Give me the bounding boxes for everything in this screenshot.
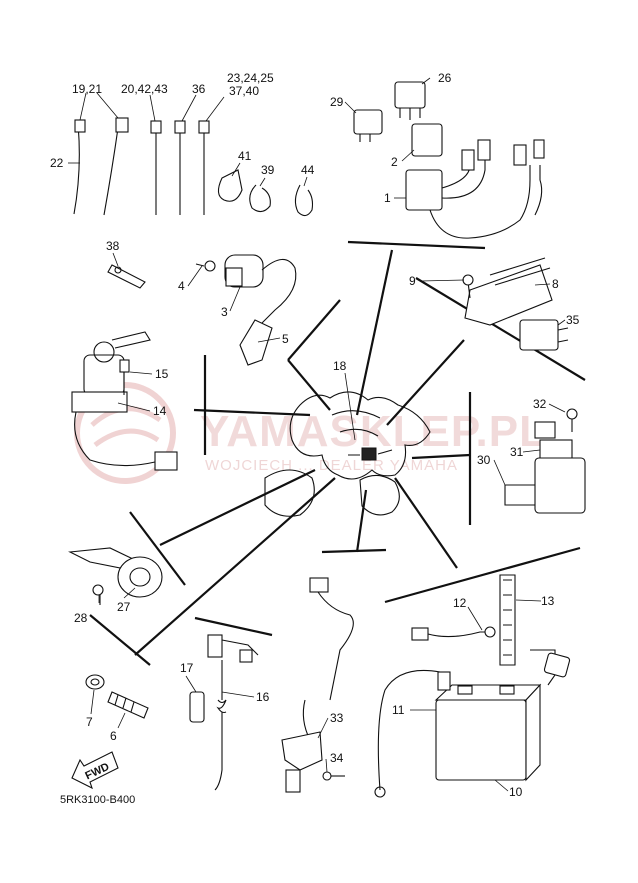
callout-41: 41 <box>238 149 252 163</box>
callout-17: 17 <box>180 661 194 675</box>
callout-31: 31 <box>510 445 524 459</box>
neutral-switch <box>85 674 149 719</box>
battery-assembly <box>374 574 571 798</box>
callout-9: 9 <box>409 274 416 288</box>
callout-23-24-25: 23,24,25 <box>227 71 274 85</box>
callout-4: 4 <box>178 279 185 293</box>
callout-19-21: 19,21 <box>72 82 102 96</box>
callout-16: 16 <box>256 690 270 704</box>
callout-14: 14 <box>153 404 167 418</box>
watermark-tagline: WOJCIECH ... DEALER YAMAHA <box>205 457 458 474</box>
starter-relay <box>504 408 586 514</box>
callout-labels: 19,21 20,42,43 36 23,24,25 37,40 22 41 3… <box>50 71 580 799</box>
callout-30: 30 <box>477 453 491 467</box>
callout-15: 15 <box>155 367 169 381</box>
callout-12: 12 <box>453 596 467 610</box>
horn <box>68 547 163 605</box>
rectifier-regulator <box>462 257 569 351</box>
fwd-arrow-icon: FWD <box>71 751 119 790</box>
callout-6: 6 <box>110 729 117 743</box>
callout-27: 27 <box>117 600 131 614</box>
callout-44: 44 <box>301 163 315 177</box>
callout-33: 33 <box>330 711 344 725</box>
callout-37-40: 37,40 <box>229 84 259 98</box>
sensor-assembly <box>189 634 259 791</box>
callout-36: 36 <box>192 82 206 96</box>
callout-3: 3 <box>221 305 228 319</box>
cable-ties <box>73 117 210 216</box>
lever-switch <box>281 577 354 793</box>
callout-28: 28 <box>74 611 88 625</box>
callout-29: 29 <box>330 95 344 109</box>
diagram-code: 5RK3100-B400 <box>60 794 135 806</box>
callout-8: 8 <box>552 277 559 291</box>
callout-34: 34 <box>330 751 344 765</box>
leader-lines <box>68 77 566 792</box>
callout-38: 38 <box>106 239 120 253</box>
callout-2: 2 <box>391 155 398 169</box>
callout-18: 18 <box>333 359 347 373</box>
callout-20-42-43: 20,42,43 <box>121 82 168 96</box>
callout-11: 11 <box>392 703 405 717</box>
ignition-coil-assembly <box>195 254 297 366</box>
callout-22: 22 <box>50 156 64 170</box>
clamps <box>107 169 314 289</box>
main-switch <box>71 331 178 471</box>
callout-5: 5 <box>282 332 289 346</box>
callout-26: 26 <box>438 71 452 85</box>
callout-35: 35 <box>566 313 580 327</box>
callout-1: 1 <box>384 191 391 205</box>
callout-39: 39 <box>261 163 275 177</box>
callout-7: 7 <box>86 715 93 729</box>
wire-harness-connector-block <box>361 447 377 461</box>
callout-32: 32 <box>533 397 547 411</box>
relay-assembly <box>353 81 545 239</box>
callout-13: 13 <box>541 594 555 608</box>
section-dividers <box>89 240 586 666</box>
callout-10: 10 <box>509 785 523 799</box>
frame-outline <box>264 391 431 517</box>
